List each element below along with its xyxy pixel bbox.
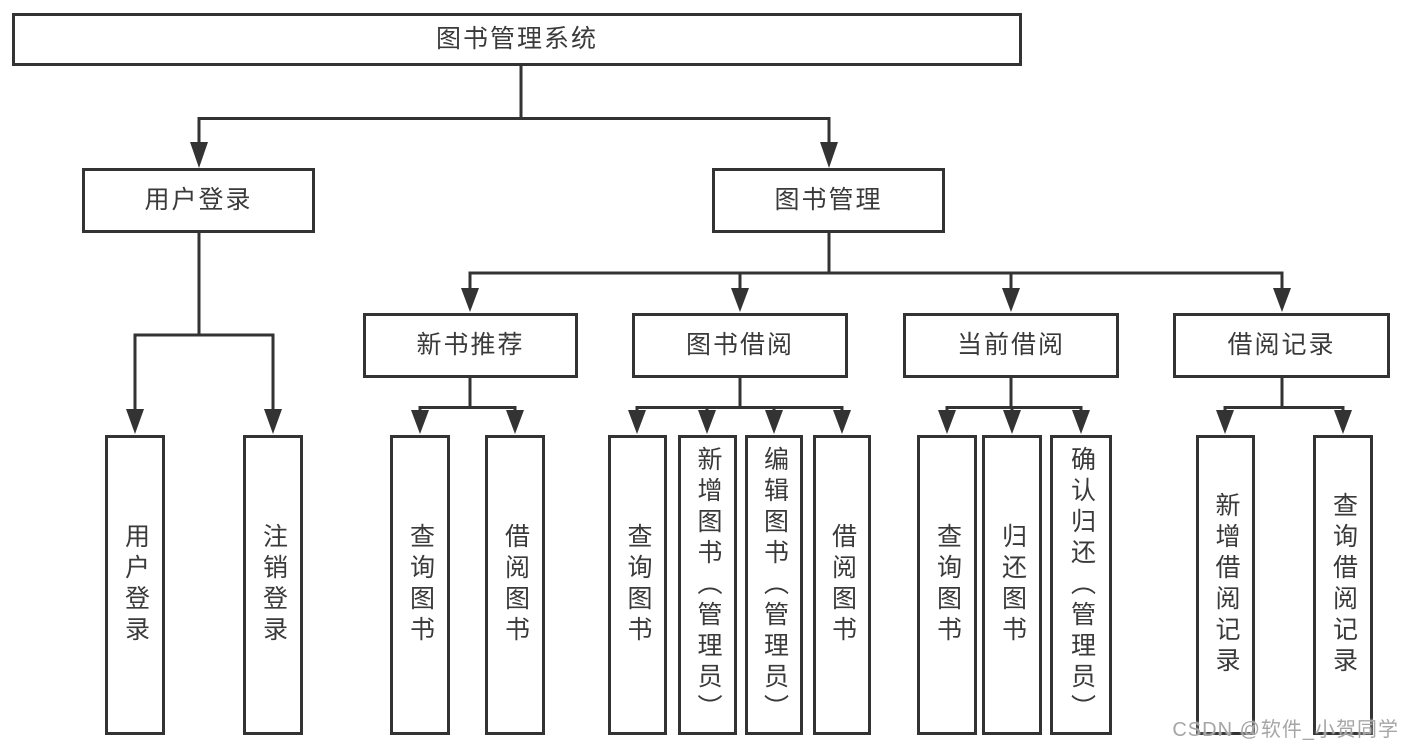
leaf-borrow-books: 借阅图书 (813, 435, 871, 735)
node-borrow-records-label: 借阅记录 (1227, 331, 1336, 359)
csdn-watermark: CSDN @软件_小贺同学 (1172, 719, 1399, 741)
node-new-book-recommend-label: 新书推荐 (416, 331, 525, 359)
leaf-query-books-borrow-label: 查询图书 (624, 523, 652, 647)
leaf-query-borrow-record-label: 查询借阅记录 (1329, 492, 1358, 678)
leaf-confirm-return-admin-label: 确认归还（管理员） (1067, 445, 1096, 725)
leaf-add-borrow-record: 新增借阅记录 (1196, 435, 1255, 735)
leaf-return-book: 归还图书 (982, 435, 1042, 735)
leaf-query-borrow-record: 查询借阅记录 (1313, 435, 1373, 735)
leaf-query-books-current: 查询图书 (917, 435, 977, 735)
node-user-login-label: 用户登录 (144, 186, 253, 214)
leaf-borrow-books-recommend: 借阅图书 (485, 435, 545, 735)
leaf-add-book-admin-label: 新增图书（管理员） (694, 445, 722, 725)
leaf-add-borrow-record-label: 新增借阅记录 (1212, 492, 1240, 678)
node-book-borrow-label: 图书借阅 (685, 331, 794, 359)
leaf-logout: 注销登录 (243, 435, 303, 735)
node-new-book-recommend: 新书推荐 (363, 313, 578, 378)
leaf-user-login: 用户登录 (105, 435, 165, 735)
leaf-borrow-books-recommend-label: 借阅图书 (501, 523, 530, 647)
node-user-login: 用户登录 (82, 168, 315, 233)
connector-book-borrow-to-leaves (628, 377, 851, 434)
node-book-borrow: 图书借阅 (632, 313, 848, 378)
connector-new-book-recommend-to-leaves (411, 377, 524, 434)
connector-root-to-level2 (190, 64, 838, 168)
leaf-confirm-return-admin: 确认归还（管理员） (1050, 435, 1112, 735)
leaf-query-books-recommend-label: 查询图书 (406, 523, 435, 647)
leaf-borrow-books-label: 借阅图书 (828, 523, 857, 647)
leaf-edit-book-admin-label: 编辑图书（管理员） (760, 445, 789, 725)
leaf-query-books-borrow: 查询图书 (608, 435, 667, 735)
leaf-query-books-recommend: 查询图书 (390, 435, 450, 735)
node-root: 图书管理系统 (12, 13, 1022, 66)
leaf-user-login-label: 用户登录 (121, 523, 150, 647)
node-current-borrow: 当前借阅 (903, 313, 1119, 378)
node-book-management-label: 图书管理 (774, 186, 883, 214)
connector-book-management-to-level3 (461, 231, 1291, 312)
leaf-return-book-label: 归还图书 (998, 523, 1027, 647)
leaf-edit-book-admin: 编辑图书（管理员） (745, 435, 803, 735)
node-root-label: 图书管理系统 (435, 25, 598, 53)
leaf-add-book-admin: 新增图书（管理员） (678, 435, 737, 735)
node-borrow-records: 借阅记录 (1173, 313, 1390, 378)
connector-current-borrow-to-leaves (938, 377, 1090, 434)
leaf-query-books-current-label: 查询图书 (933, 523, 962, 647)
connector-borrow-records-to-leaves (1216, 377, 1352, 434)
node-current-borrow-label: 当前借阅 (956, 331, 1065, 359)
connector-user-login-to-leaves (126, 231, 282, 434)
leaf-logout-label: 注销登录 (259, 523, 288, 647)
node-book-management: 图书管理 (712, 168, 945, 233)
